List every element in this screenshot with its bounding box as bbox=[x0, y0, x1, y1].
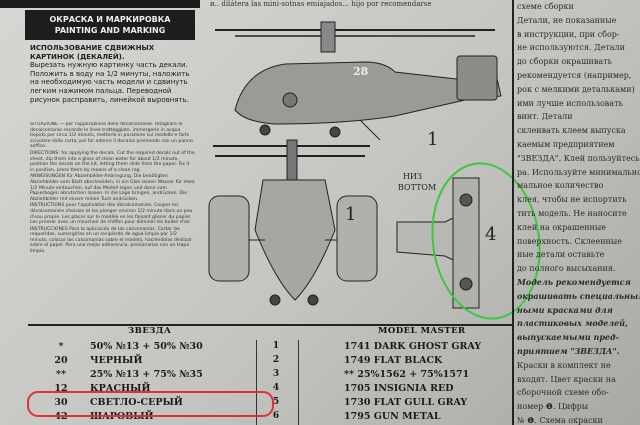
ru-instruction-body: Вырезать нужную картинку часть декали. П… bbox=[30, 61, 190, 104]
rc-line: "ЗВЕЗДА". Клей пользуйтесь bbox=[517, 153, 640, 163]
table-row: 12 КРАСНЫЙ 4 1705 INSIGNIA RED bbox=[28, 383, 512, 396]
rc-line: склеивать клеем выпуска bbox=[517, 126, 626, 136]
instruction-french: INSTRUCTIONS pour l'application des déca… bbox=[30, 203, 193, 226]
red-highlight-oval bbox=[27, 391, 274, 417]
rc-line: ра. Используйте минимальное bbox=[517, 167, 640, 177]
section-title-en: PAINTING AND MARKING bbox=[54, 26, 166, 35]
paint-ref: 1 bbox=[272, 341, 280, 351]
paint-number: 30 bbox=[54, 397, 68, 408]
ru-instruction-heading: ИСПОЛЬЗОВАНИЕ СДВИЖНЫХ КАРТИНОК (ДЕКАЛЕЙ… bbox=[30, 44, 155, 61]
rc-line: винт. Детали bbox=[517, 112, 573, 122]
paint-ref: 6 bbox=[272, 411, 280, 421]
rc-line: схеме сборки bbox=[517, 2, 574, 11]
callout-side: 1 bbox=[427, 129, 439, 150]
right-column-text: схеме сборки Детали, не показанные в инс… bbox=[517, 0, 640, 425]
tail-caption-en: BOTTOM bbox=[398, 183, 437, 192]
rc-line: тить модель. Не наносите bbox=[517, 208, 627, 218]
section-title-ru: ОКРАСКА И МАРКИРОВКА bbox=[49, 15, 171, 24]
rc-line-emphasis: ными красками для bbox=[517, 304, 613, 315]
callout-front: 1 bbox=[345, 204, 357, 225]
paint-number: ** bbox=[56, 369, 66, 380]
paint-number: 12 bbox=[54, 383, 68, 394]
header-bar bbox=[0, 0, 200, 8]
rc-line: Краски в комплект не bbox=[517, 360, 611, 370]
section-title: ОКРАСКА И МАРКИРОВКА PAINTING AND MARKIN… bbox=[25, 10, 195, 40]
model-master-paint: 1730 FLAT GULL GRAY bbox=[344, 397, 468, 408]
model-master-paint: ** 25%1562 + 75%1571 bbox=[344, 369, 470, 380]
rc-line-emphasis: Модель рекомендуется bbox=[517, 276, 631, 287]
paint-ref: 3 bbox=[272, 369, 280, 379]
drawing-svg: 28 bbox=[208, 21, 502, 309]
multilang-instructions: SITUAZIONE — per l'applicazione delle de… bbox=[30, 122, 195, 390]
model-master-paint: 1795 GUN METAL bbox=[344, 411, 441, 422]
table-row: 30 СВЕТЛО-СЕРЫЙ 5 1730 FLAT GULL GRAY bbox=[28, 397, 512, 410]
rc-line-emphasis: окрашивать специальными bbox=[517, 290, 640, 301]
paint-name: КРАСНЫЙ bbox=[90, 383, 151, 394]
rc-line-emphasis: приятием "ЗВЕЗДА". bbox=[517, 345, 620, 356]
rc-line: ими лучше использовать bbox=[517, 98, 623, 108]
instruction-spanish: INSTRUCCIONES Para la aplicación de las … bbox=[30, 226, 192, 255]
paint-name: СВЕТЛО-СЕРЫЙ bbox=[90, 397, 183, 408]
rc-line: до полного высыхания. bbox=[517, 264, 616, 274]
instruction-italian: SITUAZIONE — per l'applicazione delle de… bbox=[30, 122, 193, 150]
paint-number: * bbox=[58, 341, 64, 352]
zvezda-column-header: ЗВЕЗДА bbox=[128, 326, 172, 336]
rc-line: рекомендуется (например, bbox=[517, 70, 632, 80]
rc-line: не используются. Детали bbox=[517, 43, 625, 53]
rc-line: номер ❶. Цифры bbox=[517, 402, 589, 412]
rc-line: Детали, не показанные bbox=[517, 15, 617, 25]
fuselage-code: 28 bbox=[353, 65, 369, 78]
side-view-drawing bbox=[215, 21, 502, 141]
ru-instruction: ИСПОЛЬЗОВАНИЕ СДВИЖНЫХ КАРТИНОК (ДЕКАЛЕЙ… bbox=[30, 44, 195, 104]
rc-line: до сборки окрашивать bbox=[517, 57, 612, 67]
column-separator bbox=[512, 0, 514, 425]
table-divider-right bbox=[298, 340, 299, 425]
rc-line: ные детали оставьте bbox=[517, 250, 605, 260]
model-master-paint: 1749 FLAT BLACK bbox=[344, 355, 443, 366]
paint-name: ЧЕРНЫЙ bbox=[90, 355, 143, 366]
model-master-paint: 1741 DARK GHOST GRAY bbox=[344, 341, 482, 352]
tail-caption-ru: НИЗ bbox=[403, 172, 422, 181]
paint-ref: 4 bbox=[272, 383, 280, 393]
rc-line: в инструкции, при сбор- bbox=[517, 29, 620, 39]
paint-number: 20 bbox=[54, 355, 68, 366]
instruction-english: DIRECTIONS: for applying the decals. Cut… bbox=[30, 150, 195, 173]
top-text-fragment: и.. dilátera las mini-sotnas emiajados..… bbox=[210, 0, 432, 8]
instruction-german: ANWEISUNGEN für Abziehbilder-Anbringung.… bbox=[30, 174, 195, 202]
paint-name: 25% №13 + 75% №35 bbox=[90, 369, 203, 380]
rc-line: клея, чтобы не испортить bbox=[517, 195, 627, 205]
paint-name: 50% №13 + 50% №30 bbox=[90, 341, 203, 352]
rc-line: рок с мелкими детальками) bbox=[517, 84, 635, 94]
callout-tail: 4 bbox=[485, 224, 497, 245]
model-master-column-header: MODEL MASTER bbox=[378, 326, 466, 336]
rc-line: каемым предприятием bbox=[517, 139, 615, 149]
model-master-paint: 1705 INSIGNIA RED bbox=[344, 383, 454, 394]
rc-line: входят. Цвет краски на bbox=[517, 374, 616, 384]
table-row: 20 ЧЕРНЫЙ 2 1749 FLAT BLACK bbox=[28, 355, 512, 368]
tail-bottom-drawing bbox=[396, 177, 480, 309]
rc-line: мальное количество bbox=[517, 181, 604, 191]
helicopter-drawings: 28 1 1 4 НИ bbox=[195, 0, 512, 322]
table-row: ** 25% №13 + 75% №35 3 ** 25%1562 + 75%1… bbox=[28, 369, 512, 382]
rc-line: № ❶. Схема окраски bbox=[517, 415, 603, 425]
rc-line: сборочной схеме обо- bbox=[517, 388, 609, 398]
rc-line-emphasis: выпускаемыми пред- bbox=[517, 332, 619, 343]
table-divider-left bbox=[256, 340, 257, 425]
rc-line-emphasis: пластиковых моделей, bbox=[517, 318, 628, 329]
rc-line: поверхность. Склеенные bbox=[517, 236, 622, 246]
paint-ref: 2 bbox=[272, 355, 280, 365]
front-view-drawing bbox=[208, 139, 378, 306]
paint-ref: 5 bbox=[272, 397, 280, 407]
rc-line: клей на окрашенные bbox=[517, 222, 606, 232]
table-row: * 50% №13 + 50% №30 1 1741 DARK GHOST GR… bbox=[28, 341, 512, 354]
